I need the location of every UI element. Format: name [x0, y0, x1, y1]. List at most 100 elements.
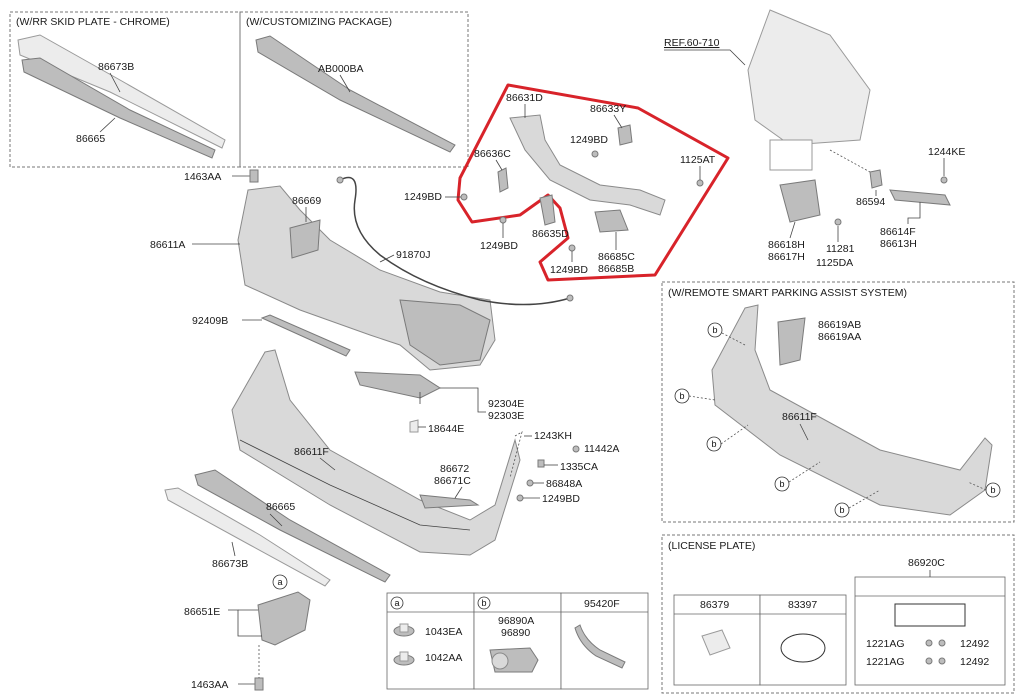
leader-1243KH [509, 431, 523, 479]
label-86635D: 86635D [532, 228, 569, 240]
label-86611F: 86611F [294, 446, 329, 458]
skid-plate-chrome-part [17, 34, 226, 159]
label-11442A: 11442A [584, 443, 619, 455]
label-86618H: 86618H [768, 239, 805, 251]
sensor-markers-b: b b b b b b [674, 322, 1001, 518]
license-plate-box [661, 534, 1015, 694]
label-1249BD-d: 1249BD [550, 264, 588, 276]
label-1042AA: 1042AA [425, 652, 462, 664]
label-1463AA-top: 1463AA [184, 171, 221, 183]
label-1125AT: 1125AT [680, 154, 716, 166]
table-col-c: 95420F [584, 598, 620, 610]
label-86920C: 86920C [908, 557, 945, 569]
label-ref: REF.60-710 [664, 37, 720, 49]
label-96890A: 96890A [498, 615, 534, 627]
reflector-92304E [354, 371, 442, 399]
label-86672: 86672 [440, 463, 469, 475]
bracket-86631D [509, 114, 666, 216]
label-12492-a: 12492 [960, 638, 989, 650]
strip-92409B [260, 314, 351, 357]
bolt-1249BD-c [499, 216, 507, 224]
lower-bumper-86611F [231, 349, 521, 556]
label-86619AA: 86619AA [818, 331, 861, 343]
label-86614F: 86614F [880, 226, 916, 238]
skid-plate-86665 [164, 469, 391, 587]
label-96890: 96890 [501, 627, 530, 639]
skid-chrome-box [9, 11, 241, 168]
label-1249BD-c: 1249BD [480, 240, 518, 252]
reflector-86619AB [777, 317, 806, 366]
label-86379: 86379 [700, 599, 729, 611]
customizing-box [239, 11, 469, 168]
label-86636C: 86636C [474, 148, 511, 160]
svg-text:b: b [779, 479, 784, 489]
label-1125DA: 1125DA [816, 257, 853, 269]
screw-1221AG-b [925, 657, 933, 665]
label-1249BD-lower: 1249BD [542, 493, 580, 505]
bulb-18644E [409, 419, 419, 433]
reflector-86669 [289, 219, 321, 259]
label-12492-b: 12492 [960, 656, 989, 668]
label-86671C: 86671C [434, 475, 471, 487]
label-83397: 83397 [788, 599, 817, 611]
plate-recess [769, 139, 813, 171]
sensor-96890-icon [489, 647, 539, 673]
label-92409B: 92409B [192, 315, 228, 327]
table-col-a: a [394, 598, 399, 608]
bolt-1125AT [696, 179, 704, 187]
marker-a [272, 574, 288, 590]
label-86631D: 86631D [506, 92, 543, 104]
bolt-11442A [572, 445, 580, 453]
parking-assist-title: (W/REMOTE SMART PARKING ASSIST SYSTEM) [668, 287, 907, 299]
fastener-table [386, 592, 649, 690]
clip-1463AA-bot [254, 677, 264, 691]
license-plate-title: (LICENSE PLATE) [668, 540, 755, 552]
label-1249BD-b: 1249BD [404, 191, 442, 203]
body-reference [747, 9, 871, 171]
bolt-1249BD-b [460, 193, 468, 201]
clip-86848A [526, 479, 534, 487]
label-86665-bot: 86665 [266, 501, 295, 513]
clip-86594 [869, 169, 883, 189]
bracket-86633Y [617, 124, 633, 146]
bolt-1244KE [940, 176, 948, 184]
screw-12492-a [938, 639, 946, 647]
label-92304E: 92304E [488, 398, 524, 410]
label-18644E: 18644E [428, 423, 464, 435]
label-91870J: 91870J [396, 249, 430, 261]
bracket-86614F [889, 189, 951, 206]
parking-bumper-86611F [711, 304, 993, 516]
harness-95420F-icon [574, 624, 626, 669]
label-86594: 86594 [856, 196, 885, 208]
label-1335CA: 1335CA [560, 461, 598, 473]
garnish-86672 [419, 494, 480, 509]
highlight-outline [456, 83, 730, 282]
customizing-title: (W/CUSTOMIZING PACKAGE) [246, 16, 392, 28]
license-plate-frame [894, 603, 966, 627]
label-86633Y: 86633Y [590, 103, 626, 115]
clip-1042AA-icon [393, 651, 415, 666]
label-1043EA: 1043EA [425, 626, 462, 638]
svg-text:b: b [679, 391, 684, 401]
label-86665-top: 86665 [76, 133, 105, 145]
label-86673B-top: 86673B [98, 61, 134, 73]
customizing-part [255, 35, 456, 153]
seal-83397 [780, 633, 826, 663]
label-1243KH: 1243KH [534, 430, 572, 442]
label-86613H: 86613H [880, 238, 917, 250]
pad-86379 [701, 629, 731, 656]
label-86669: 86669 [292, 195, 321, 207]
parking-assist-box [661, 281, 1015, 523]
bracket-86636C [497, 167, 509, 193]
bracket-86618H [779, 179, 821, 223]
svg-text:b: b [839, 505, 844, 515]
svg-text:b: b [711, 439, 716, 449]
label-AB000BA: AB000BA [318, 63, 364, 75]
skid-chrome-title: (W/RR SKID PLATE - CHROME) [16, 16, 170, 28]
wiring-91870J [336, 176, 574, 306]
table-marker-a [390, 596, 404, 610]
svg-text:b: b [990, 485, 995, 495]
clip-1043EA-icon [393, 623, 415, 637]
